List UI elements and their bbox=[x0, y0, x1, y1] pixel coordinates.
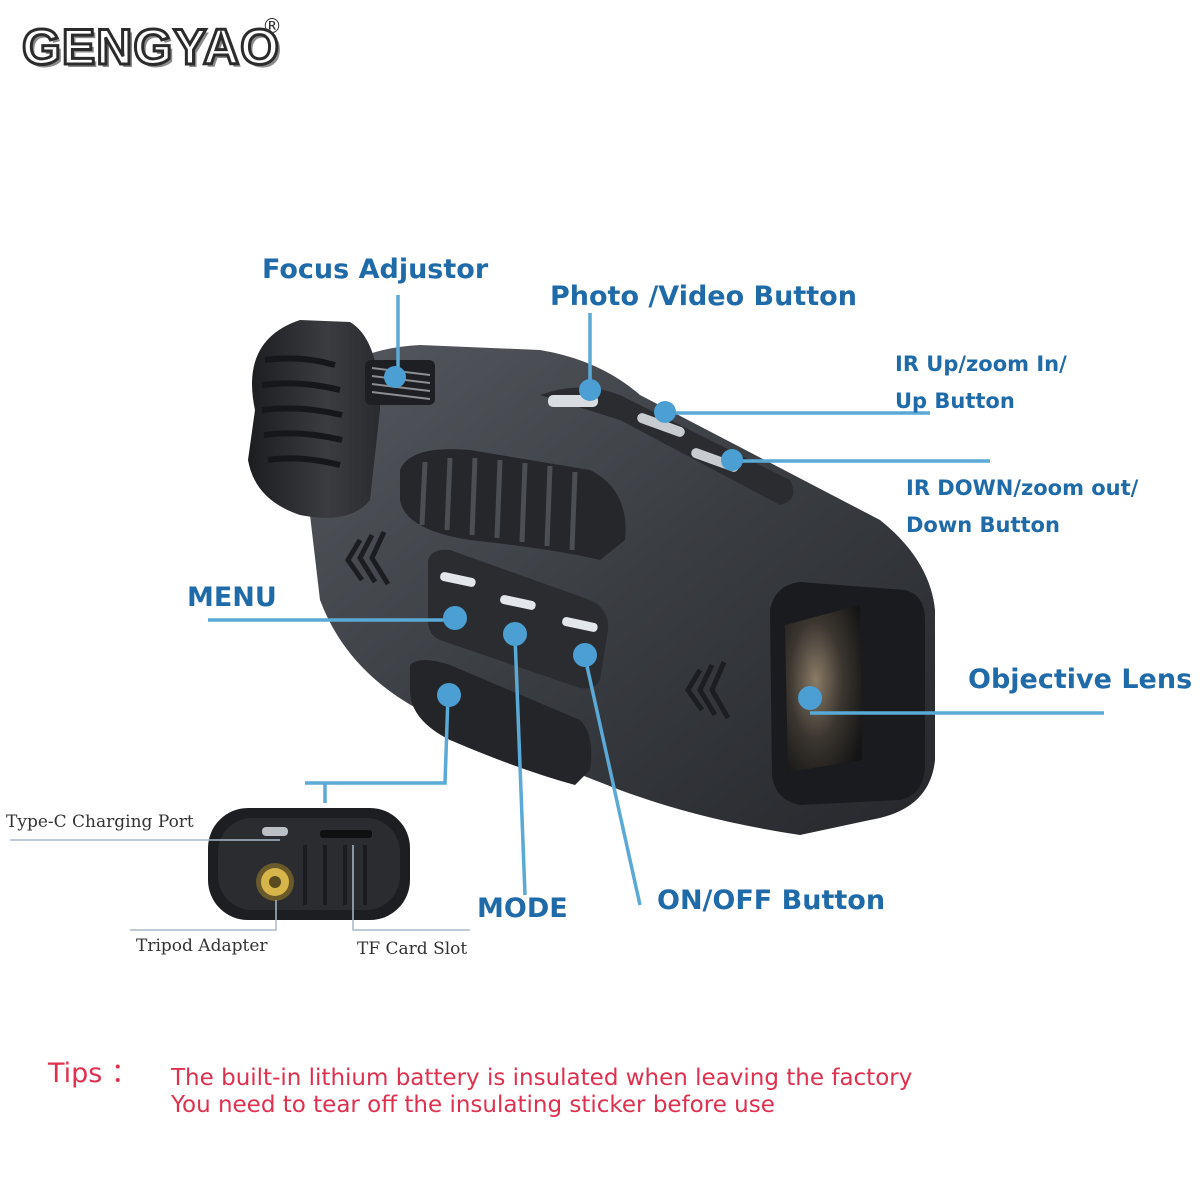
ir-down-label-line2: Down Button bbox=[906, 513, 1060, 537]
callout-lines bbox=[208, 295, 1104, 906]
registered-mark: ® bbox=[262, 14, 282, 38]
ir-up-label-line2: Up Button bbox=[895, 389, 1015, 413]
ir-down-label-line1: IR DOWN/zoom out/ bbox=[906, 476, 1139, 500]
on-off-button-label: ON/OFF Button bbox=[657, 885, 886, 916]
callout-dots bbox=[384, 366, 822, 710]
tips-line-1: The built-in lithium battery is insulate… bbox=[171, 1065, 913, 1091]
tips-line-2: You need to tear off the insulating stic… bbox=[171, 1092, 775, 1118]
type-c-port-label: Type-C Charging Port bbox=[6, 812, 194, 832]
ir-up-label-line1: IR Up/zoom In/ bbox=[895, 352, 1067, 376]
photo-video-button-label: Photo /Video Button bbox=[550, 281, 857, 312]
tripod-adapter-label: Tripod Adapter bbox=[136, 936, 268, 956]
objective-lens-label: Objective Lens bbox=[968, 664, 1193, 695]
mode-label: MODE bbox=[477, 893, 568, 924]
brand-logo: GENGYAO bbox=[20, 19, 281, 75]
tips-heading: Tips ： bbox=[48, 1058, 138, 1089]
tf-card-slot-label: TF Card Slot bbox=[357, 939, 468, 959]
inset-leader-lines bbox=[10, 839, 470, 931]
night-vision-monocular bbox=[248, 320, 935, 835]
port-panel-inset bbox=[208, 808, 410, 920]
focus-adjustor-label: Focus Adjustor bbox=[262, 254, 489, 285]
menu-label: MENU bbox=[187, 582, 277, 613]
